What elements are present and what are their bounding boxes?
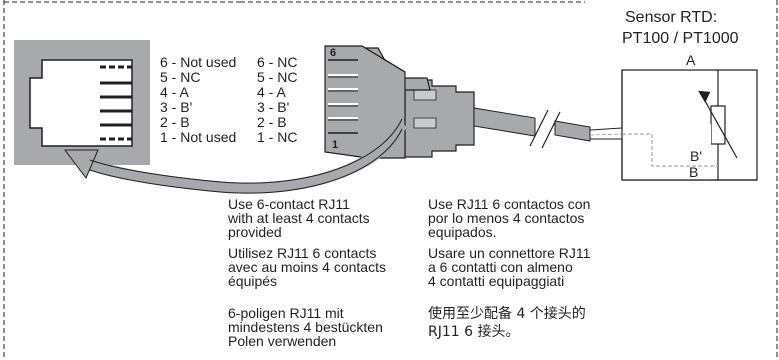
socket-pin-4: 4 - A	[160, 84, 189, 100]
socket-pin-5: 5 - NC	[160, 69, 200, 85]
note-en-line-2: with at least 4 contacts	[227, 210, 370, 226]
plug-pin-4: 4 - A	[257, 84, 286, 100]
rj11-plug: 6 1	[324, 45, 475, 159]
variable-arrow-icon	[699, 91, 738, 159]
note-zh-line-2: RJ11 6 接头。	[428, 323, 519, 340]
socket-pin-labels: 6 - Not used 5 - NC 4 - A 3 - B' 2 - B 1…	[160, 54, 236, 145]
wire-label-b: B	[689, 164, 698, 180]
notes-left-column: Use 6-contact RJ11 with at least 4 conta…	[227, 196, 386, 349]
socket-pin-2: 2 - B	[160, 114, 190, 130]
note-fr-line-1: Utilisez RJ11 6 contacts	[228, 245, 376, 261]
note-it-line-2: a 6 contatti con almeno	[428, 259, 573, 275]
plug-mark-6: 6	[330, 47, 336, 59]
note-de-line-1: 6-poligen RJ11 mit	[228, 305, 344, 321]
plug-pin-5: 5 - NC	[257, 69, 297, 85]
note-es-line-3: equipados.	[428, 224, 497, 240]
plug-pin-1: 1 - NC	[257, 129, 297, 145]
sensor-title: Sensor RTD:	[625, 9, 717, 26]
plug-pin-6: 6 - NC	[257, 54, 297, 70]
wire-label-b-prime: B'	[690, 148, 702, 164]
note-fr-line-2: avec au moins 4 contacts	[228, 259, 386, 275]
cable	[473, 107, 623, 149]
rj11-socket	[14, 40, 150, 165]
plug-pin-labels: 6 - NC 5 - NC 4 - A 3 - B' 2 - B 1 - NC	[257, 54, 297, 145]
plug-pin-3: 3 - B'	[257, 99, 289, 115]
rtd-sensor: Sensor RTD: PT100 / PT1000 A B' B	[621, 9, 758, 181]
insert-arrow	[64, 118, 407, 194]
note-it-line-3: 4 contatti equipaggiati	[428, 273, 564, 289]
note-es-line-2: por lo menos 4 contactos	[428, 210, 584, 226]
note-es-line-1: Use RJ11 6 contactos con	[428, 196, 590, 212]
note-en-line-3: provided	[228, 224, 282, 240]
notes-right-column: Use RJ11 6 contactos con por lo menos 4 …	[428, 196, 591, 340]
sensor-model: PT100 / PT1000	[622, 30, 739, 47]
wire-label-a: A	[686, 52, 696, 68]
note-fr-line-3: équipés	[228, 273, 277, 289]
note-en-line-1: Use 6-contact RJ11	[228, 196, 350, 212]
socket-pin-6: 6 - Not used	[160, 54, 236, 70]
socket-pin-3: 3 - B'	[160, 99, 192, 115]
plug-pin-2: 2 - B	[257, 114, 287, 130]
socket-pin-1: 1 - Not used	[160, 129, 236, 145]
note-it-line-1: Usare un connettore RJ11	[428, 245, 591, 261]
plug-mark-1: 1	[332, 139, 338, 151]
note-zh-line-1: 使用至少配备 4 个接头的	[428, 305, 586, 322]
note-de-line-2: mindestens 4 bestückten	[228, 319, 383, 335]
note-de-line-3: Polen verwenden	[228, 333, 336, 349]
